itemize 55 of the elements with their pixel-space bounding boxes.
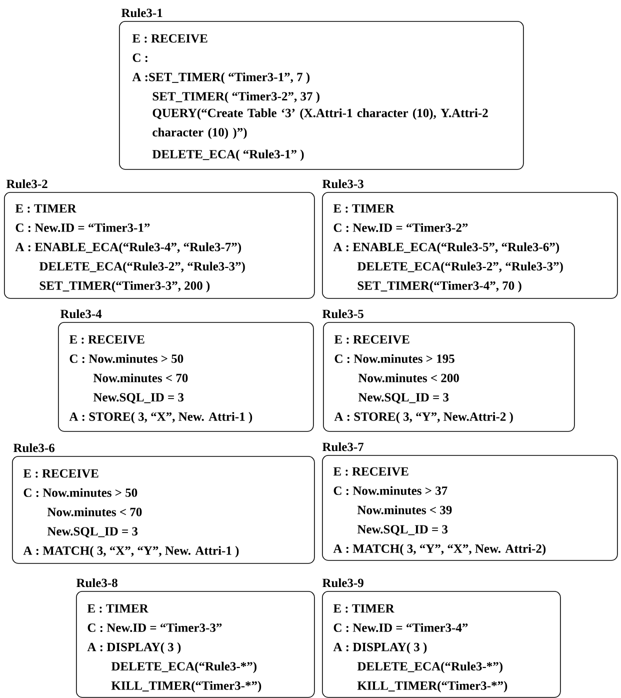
rule-label: Rule3-6 bbox=[13, 443, 54, 452]
code-line: C : bbox=[132, 54, 148, 62]
rule-label: Rule3-3 bbox=[322, 179, 364, 188]
code-line: E : TIMER bbox=[15, 204, 76, 213]
code-line: A : STORE( 3, “Y”, New.Attri-2 ) bbox=[334, 412, 513, 424]
code-line: A :SET_TIMER( “Timer3-1”, 7 ) bbox=[132, 72, 310, 84]
rule-label: Rule3-9 bbox=[322, 578, 364, 588]
code-line: E : TIMER bbox=[87, 604, 148, 613]
code-line: DELETE_ECA(“Rule3-2”, “Rule3-3”) bbox=[39, 262, 245, 274]
code-line: E : RECEIVE bbox=[69, 335, 144, 344]
code-line: New.SQL_ID = 3 bbox=[358, 393, 449, 404]
code-line: E : RECEIVE bbox=[334, 335, 410, 344]
code-line: Now.minutes < 70 bbox=[93, 373, 188, 382]
code-line: E : RECEIVE bbox=[23, 469, 98, 478]
rule-label: Rule3-7 bbox=[322, 442, 364, 452]
rule-label: Rule3-1 bbox=[121, 8, 162, 18]
rule-label: Rule3-5 bbox=[322, 309, 364, 318]
code-line: A : MATCH( 3, “X”, “Y”, New. Attri-1 ) bbox=[23, 546, 239, 558]
code-line: C : Now.minutes > 37 bbox=[334, 486, 448, 495]
code-line: E : RECEIVE bbox=[333, 467, 408, 476]
code-line: A : ENABLE_ECA(“Rule3-4”, “Rule3-7”) bbox=[15, 242, 242, 254]
code-line: Now.minutes < 39 bbox=[357, 505, 452, 514]
code-line: A : ENABLE_ECA(“Rule3-5”, “Rule3-6”) bbox=[333, 242, 560, 254]
rule-label: Rule3-8 bbox=[76, 578, 118, 588]
code-line: A : MATCH( 3, “Y”, “X”, New. Attri-2) bbox=[333, 544, 546, 556]
code-line: New.SQL_ID = 3 bbox=[93, 393, 184, 404]
code-line: DELETE_ECA(“Rule3-*”) bbox=[111, 662, 256, 674]
code-line: C : New.ID = “Timer3-3” bbox=[88, 623, 222, 632]
code-line: KILL_TIMER(“Timer3-*”) bbox=[111, 681, 262, 692]
code-line: E : RECEIVE bbox=[132, 34, 208, 43]
code-line: C : New.ID = “Timer3-4” bbox=[334, 623, 468, 632]
code-line: A : DISPLAY( 3 ) bbox=[87, 642, 181, 654]
code-line: E : TIMER bbox=[333, 604, 394, 613]
rule-label: Rule3-2 bbox=[6, 179, 48, 188]
code-line: C : Now.minutes > 50 bbox=[24, 488, 138, 497]
code-line: SET_TIMER(“Timer3-4”, 70 ) bbox=[358, 281, 522, 292]
code-line: DELETE_ECA(“Rule3-*”) bbox=[357, 662, 502, 674]
code-line: New.SQL_ID = 3 bbox=[47, 527, 138, 538]
code-line: KILL_TIMER(“Timer3-*”) bbox=[357, 681, 508, 692]
code-line: A : DISPLAY( 3 ) bbox=[333, 642, 427, 654]
code-line: C : New.ID = “Timer3-2” bbox=[334, 223, 468, 232]
code-line: A : STORE( 3, “X”, New. Attri-1 ) bbox=[69, 412, 252, 424]
code-line: DELETE_ECA(“Rule3-2”, “Rule3-3”) bbox=[357, 262, 563, 274]
code-line: Now.minutes < 200 bbox=[358, 373, 459, 382]
code-line: E : TIMER bbox=[333, 204, 394, 213]
code-line: New.SQL_ID = 3 bbox=[357, 525, 448, 536]
code-line: C : New.ID = “Timer3-1” bbox=[16, 223, 150, 232]
code-line: SET_TIMER( “Timer3-2”, 37 ) bbox=[152, 92, 320, 104]
code-line: C : Now.minutes > 195 bbox=[334, 354, 454, 363]
code-line: SET_TIMER(“Timer3-3”, 200 ) bbox=[40, 281, 210, 292]
code-line: C : Now.minutes > 50 bbox=[70, 354, 184, 363]
code-line: DELETE_ECA( “Rule3-1” ) bbox=[152, 150, 304, 161]
rule-label: Rule3-4 bbox=[60, 309, 102, 318]
code-line: Now.minutes < 70 bbox=[47, 507, 142, 516]
code-line: QUERY(“Create Table ‘3’ (X.Attri-1 character (10), Y.Attri-2 character (10) )”) bbox=[152, 108, 488, 140]
